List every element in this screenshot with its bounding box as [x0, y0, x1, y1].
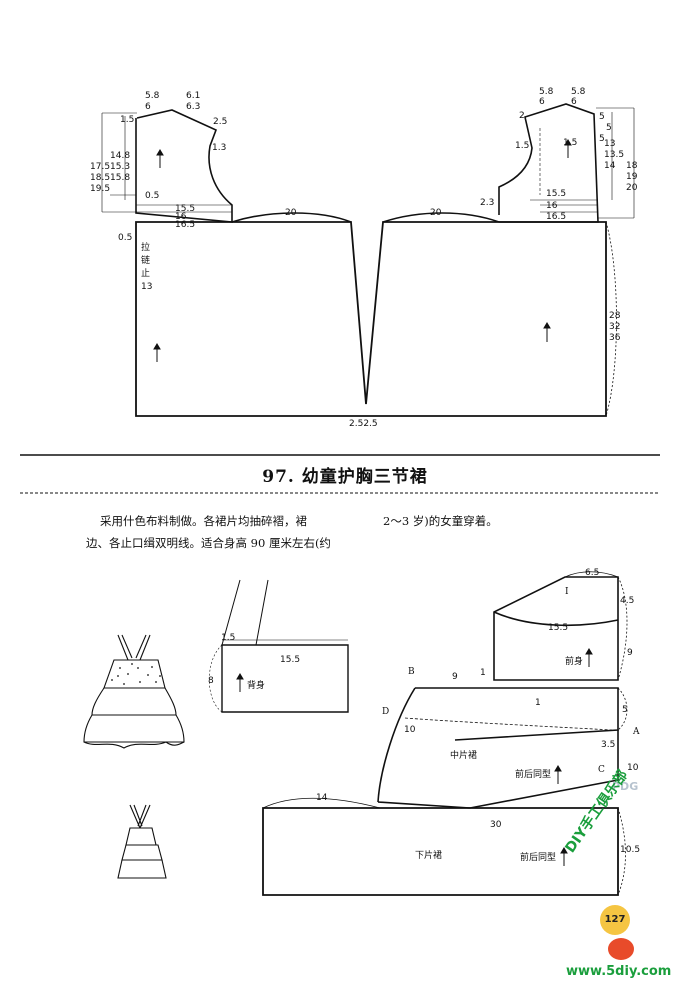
- bodice-label: 背身: [247, 679, 265, 691]
- dim-left-armhole-2: 1.3: [212, 143, 226, 153]
- dim-skirt-length-2: 32: [609, 322, 620, 332]
- dim-right-mark-1: 2: [519, 111, 525, 121]
- page-title: 97. 幼童护胸三节裙: [262, 467, 428, 487]
- dim-right-side-4: 18: [626, 161, 638, 171]
- dim-right-neck-1: 5.8: [539, 87, 554, 97]
- mid-dim-2: 1: [480, 668, 486, 678]
- dim-left-waist-3: 16: [175, 212, 187, 222]
- dim-left-side-1: 1.5: [120, 115, 134, 125]
- dim-right-neck-2: 6: [539, 97, 545, 107]
- dim-left-waist-1: 0.5: [145, 191, 159, 201]
- mid-dim-5: 5: [622, 705, 628, 715]
- page-number: 127: [600, 905, 630, 935]
- dim-right-waist-1: 15.5: [546, 189, 566, 199]
- dim-left-side-7: 19.5: [90, 184, 110, 194]
- dim-right-mark-3: 1.5: [563, 138, 577, 148]
- dim-top-4: 9: [627, 648, 633, 658]
- dim-right-side-1: 13: [604, 139, 615, 149]
- watermark-site: www.5diy.com: [566, 964, 672, 979]
- dim-top-3: 15.5: [548, 623, 568, 633]
- zipper-label-2: 链: [141, 254, 150, 266]
- description-line-1: 采用什色布料制做。各裙片均抽碎褶，裙: [100, 514, 307, 528]
- mid-dim-4: 10: [404, 725, 416, 735]
- dim-top-1: 6.5: [585, 568, 599, 578]
- mid-dim-3: 1: [535, 698, 541, 708]
- dress-dots: [111, 663, 161, 685]
- dim-right-neck-4: 6: [571, 97, 577, 107]
- dim-right-armhole: 2.3: [480, 198, 494, 208]
- watermark-logo-icon: [608, 938, 634, 960]
- mid-dim-7: 10: [627, 763, 639, 773]
- point-d: D: [382, 707, 389, 717]
- dim-skirt-length-1: 28: [609, 311, 621, 321]
- dim-right-mark-4: 5: [599, 112, 605, 122]
- mid-sub-label: 前后同型: [515, 768, 551, 780]
- mid-dim-6: 3.5: [601, 740, 615, 750]
- bodice-dim-2: 15.5: [280, 655, 300, 665]
- bodice-dim-1: 1.5: [221, 633, 235, 643]
- watermark-pdg: PDG: [612, 780, 639, 793]
- dim-right-side-3: 14: [604, 161, 616, 171]
- low-sub-label: 前后同型: [520, 851, 556, 863]
- bottom-pattern-labels: 6.5 4.5 15.5 9 I 前身 B D A C 9 1 1 10 5 3…: [316, 568, 640, 863]
- dim-left-side-3: 15.3: [110, 162, 130, 172]
- low-dim-1: 14: [316, 793, 328, 803]
- dim-left-shoulder-1: 6.1: [186, 91, 200, 101]
- low-dim-3: 10.5: [620, 845, 640, 855]
- dim-left-side-2: 14.8: [110, 151, 130, 161]
- grain-arrows: [153, 139, 593, 866]
- dim-right-waist-3: 16.5: [546, 212, 566, 222]
- dim-waist-left: 20: [285, 208, 297, 218]
- description-line-3: 2～3 岁)的女童穿着。: [383, 514, 498, 528]
- point-a: A: [632, 727, 640, 737]
- dim-top-2: 4.5: [620, 596, 634, 606]
- dim-right-neck-3: 5.8: [571, 87, 586, 97]
- dim-left-neck-2: 6: [145, 102, 151, 112]
- dim-right-mark-2: 1.5: [515, 141, 529, 151]
- dim-waist-right: 20: [430, 208, 442, 218]
- front-label: 前身: [565, 655, 583, 667]
- dim-left-side-5: 17.5: [90, 162, 110, 172]
- dim-right-mark-6: 5: [599, 134, 605, 144]
- dim-left-waist-2: 15.5: [175, 204, 195, 214]
- dim-left-side-6: 18.5: [90, 173, 110, 183]
- zipper-label-4: 13: [141, 282, 152, 292]
- dress-illustration-small: [117, 804, 167, 879]
- dim-left-waist-4: 16.5: [175, 220, 195, 230]
- dim-left-shoulder-2: 6.3: [186, 102, 200, 112]
- dim-left-armhole-1: 2.5: [213, 117, 227, 127]
- dim-dart-bottom: 2.52.5: [349, 419, 378, 429]
- top-pattern-labels: 5.8 6 6.1 6.3 2.5 1.3 1.5 14.8 15.3 15.8…: [90, 87, 638, 429]
- dim-right-side-5: 19: [626, 172, 638, 182]
- zipper-label-1: 拉: [141, 241, 150, 253]
- zipper-label-3: 止: [141, 267, 150, 279]
- dim-left-neck-1: 5.8: [145, 91, 160, 101]
- dim-right-side-6: 20: [626, 183, 638, 193]
- dim-skirt-length-3: 36: [609, 333, 621, 343]
- point-c: C: [598, 765, 605, 775]
- dim-right-mark-5: 5: [606, 123, 612, 133]
- low-label: 下片裙: [415, 849, 442, 861]
- roman-label-1: I: [565, 587, 569, 597]
- bodice-dim-3: 8: [208, 676, 214, 686]
- mid-dim-1: 9: [452, 672, 458, 682]
- description-line-2: 边、各止口缉双明线。适合身高 90 厘米左右(约: [86, 536, 331, 550]
- mid-label: 中片裙: [450, 749, 477, 761]
- dim-right-waist-2: 16: [546, 201, 558, 211]
- dim-left-side-4: 15.8: [110, 173, 130, 183]
- point-b: B: [408, 667, 415, 677]
- bodice-piece-labels: 1.5 15.5 8 背身: [208, 633, 300, 691]
- dim-left-waist-5: 0.5: [118, 233, 132, 243]
- dim-right-side-2: 13.5: [604, 150, 624, 160]
- dress-illustration-large: [83, 634, 185, 749]
- low-dim-2: 30: [490, 820, 502, 830]
